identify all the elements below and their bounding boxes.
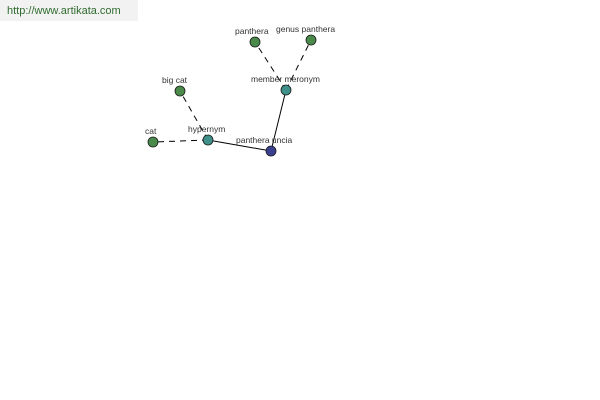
label-panthera-uncia: panthera uncia (236, 135, 293, 145)
node-member-meronym[interactable] (280, 84, 292, 96)
url-banner[interactable]: http://www.artikata.com (0, 0, 138, 21)
edge-meronym-panthera (254, 41, 287, 91)
url-link[interactable]: http://www.artikata.com (7, 5, 121, 17)
edge-center-member-meronym (270, 89, 287, 152)
edge-meronym-genus-panthera (285, 39, 312, 91)
node-genus-panthera[interactable] (305, 34, 317, 46)
label-big-cat: big cat (162, 75, 188, 85)
node-hypernym[interactable] (202, 134, 214, 146)
label-hypernym: hypernym (188, 124, 225, 134)
label-cat: cat (145, 126, 157, 136)
node-cat[interactable] (147, 136, 159, 148)
node-panthera-uncia[interactable] (265, 145, 277, 157)
label-genus-panthera: genus panthera (276, 24, 335, 34)
label-panthera: panthera (235, 26, 269, 36)
edge-hypernym-big-cat (179, 90, 209, 141)
node-panthera[interactable] (249, 36, 261, 48)
edge-center-hypernym (207, 139, 272, 152)
edge-hypernym-cat (152, 139, 209, 143)
label-member-meronym: member meronym (251, 74, 320, 84)
node-big-cat[interactable] (174, 85, 186, 97)
